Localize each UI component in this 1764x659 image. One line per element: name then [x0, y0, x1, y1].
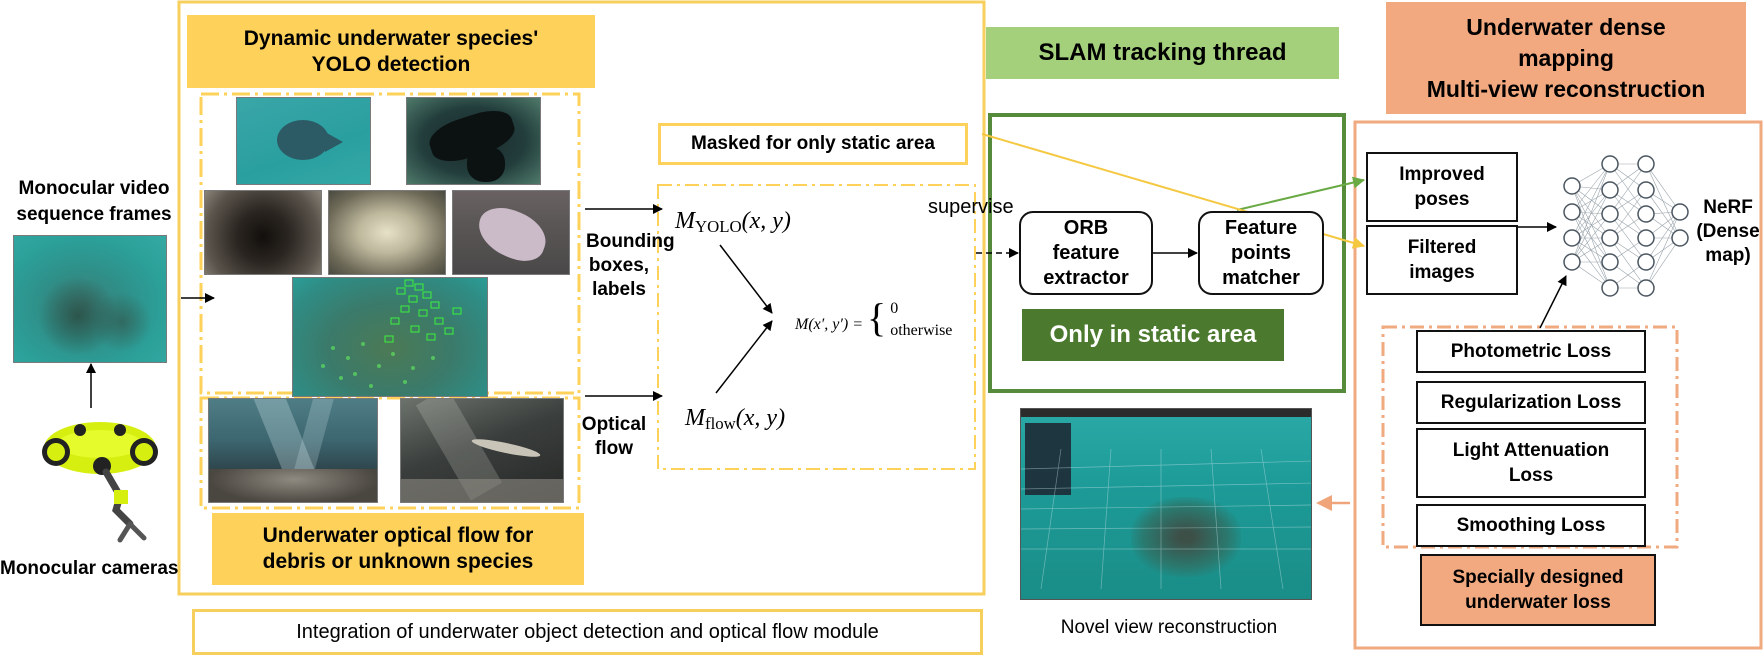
fish-school-photo — [400, 398, 564, 503]
improved-poses-box: Improved poses — [1366, 152, 1518, 222]
sea-cucumber-photo — [406, 97, 541, 185]
detection-module-frame — [177, 0, 986, 596]
nerf-label: NeRF (Dense map) — [1696, 197, 1760, 266]
filtered-images-box: Filtered images — [1366, 225, 1518, 295]
loss-dashdot-frame — [1381, 325, 1679, 549]
novel-view-label: Novel view reconstruction — [1060, 617, 1278, 638]
m-flow-formula: Mflow(x, y) — [685, 405, 786, 434]
special-loss-box: Specially designed underwater loss — [1420, 554, 1656, 626]
orb-extractor-box: ORB feature extractor — [1019, 211, 1153, 295]
regularization-loss-box: Regularization Loss — [1416, 381, 1646, 424]
mapping-title: Underwater dense mapping Multi-view reco… — [1386, 2, 1746, 114]
flow-dashdot-frame — [199, 396, 581, 510]
light-attenuation-loss-box: Light Attenuation Loss — [1416, 428, 1646, 498]
photometric-loss-box: Photometric Loss — [1416, 330, 1646, 373]
feature-matcher-box: Feature points matcher — [1198, 211, 1324, 295]
static-area-label: Only in static area — [1022, 309, 1284, 361]
urchin-photo — [204, 190, 322, 275]
fish-photo — [236, 97, 371, 185]
slam-title: SLAM tracking thread — [986, 27, 1339, 79]
bbox-label: Bounding boxes, labels — [586, 231, 675, 300]
camera-label: Monocular cameras — [0, 558, 179, 579]
yolo-detection-photo — [292, 277, 488, 397]
video-frames-label: Monocular video sequence frames — [16, 178, 172, 225]
video-frame-photo — [13, 235, 167, 363]
reconstruction-screenshot — [1020, 408, 1312, 600]
coral-photo — [328, 190, 446, 275]
integration-label: Integration of underwater object detecti… — [192, 609, 983, 655]
m-yolo-formula: MYOLO(x, y) — [675, 208, 791, 237]
neural-network-icon — [1560, 150, 1692, 306]
stingray-photo — [452, 190, 570, 275]
smoothing-loss-box: Smoothing Loss — [1416, 504, 1646, 547]
yolo-dashdot-frame — [199, 92, 581, 395]
flow-title: Underwater optical flow for debris or un… — [212, 513, 584, 585]
yolo-title: Dynamic underwater species' YOLO detecti… — [187, 15, 595, 88]
rov-camera-icon — [16, 406, 176, 546]
mask-dashdot-frame — [657, 184, 976, 470]
masked-label: Masked for only static area — [658, 123, 968, 165]
mapping-frame — [1353, 120, 1763, 650]
optical-flow-label: Optical flow — [581, 414, 647, 459]
sunbeam-seafloor-photo — [208, 398, 378, 503]
supervise-label: supervise — [928, 196, 1014, 218]
